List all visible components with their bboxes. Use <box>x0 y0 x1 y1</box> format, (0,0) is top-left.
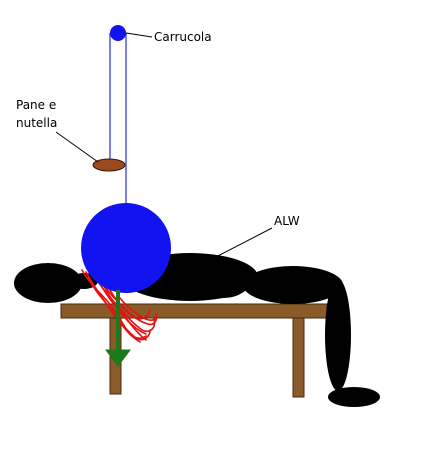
pane-label-line2: nutella <box>16 116 58 130</box>
pane-label-line1: Pane e <box>16 98 57 112</box>
leader-alw <box>209 227 273 261</box>
bench-top <box>60 303 328 319</box>
leader-carrucola <box>125 32 153 38</box>
figure-foot <box>328 387 380 407</box>
figure-hip <box>198 262 250 298</box>
figure-neck <box>70 273 98 289</box>
leader-lines <box>55 32 273 261</box>
leader-pane <box>55 131 99 163</box>
pane-e-nutella-label: Pane e nutella <box>16 96 57 132</box>
pulley-icon <box>110 25 126 41</box>
lying-figure <box>14 253 380 407</box>
down-arrow-icon <box>105 290 131 367</box>
carrucola-label: Carrucola <box>154 30 212 44</box>
bench <box>60 303 328 398</box>
bread-icon <box>92 158 126 172</box>
alw-ball <box>81 203 171 293</box>
rope <box>109 33 127 212</box>
bench-leg-right <box>292 317 305 398</box>
figure-thigh <box>243 266 343 304</box>
figure-shin <box>325 279 351 391</box>
figure-head <box>14 263 82 303</box>
alw-label: ALW <box>274 214 300 228</box>
